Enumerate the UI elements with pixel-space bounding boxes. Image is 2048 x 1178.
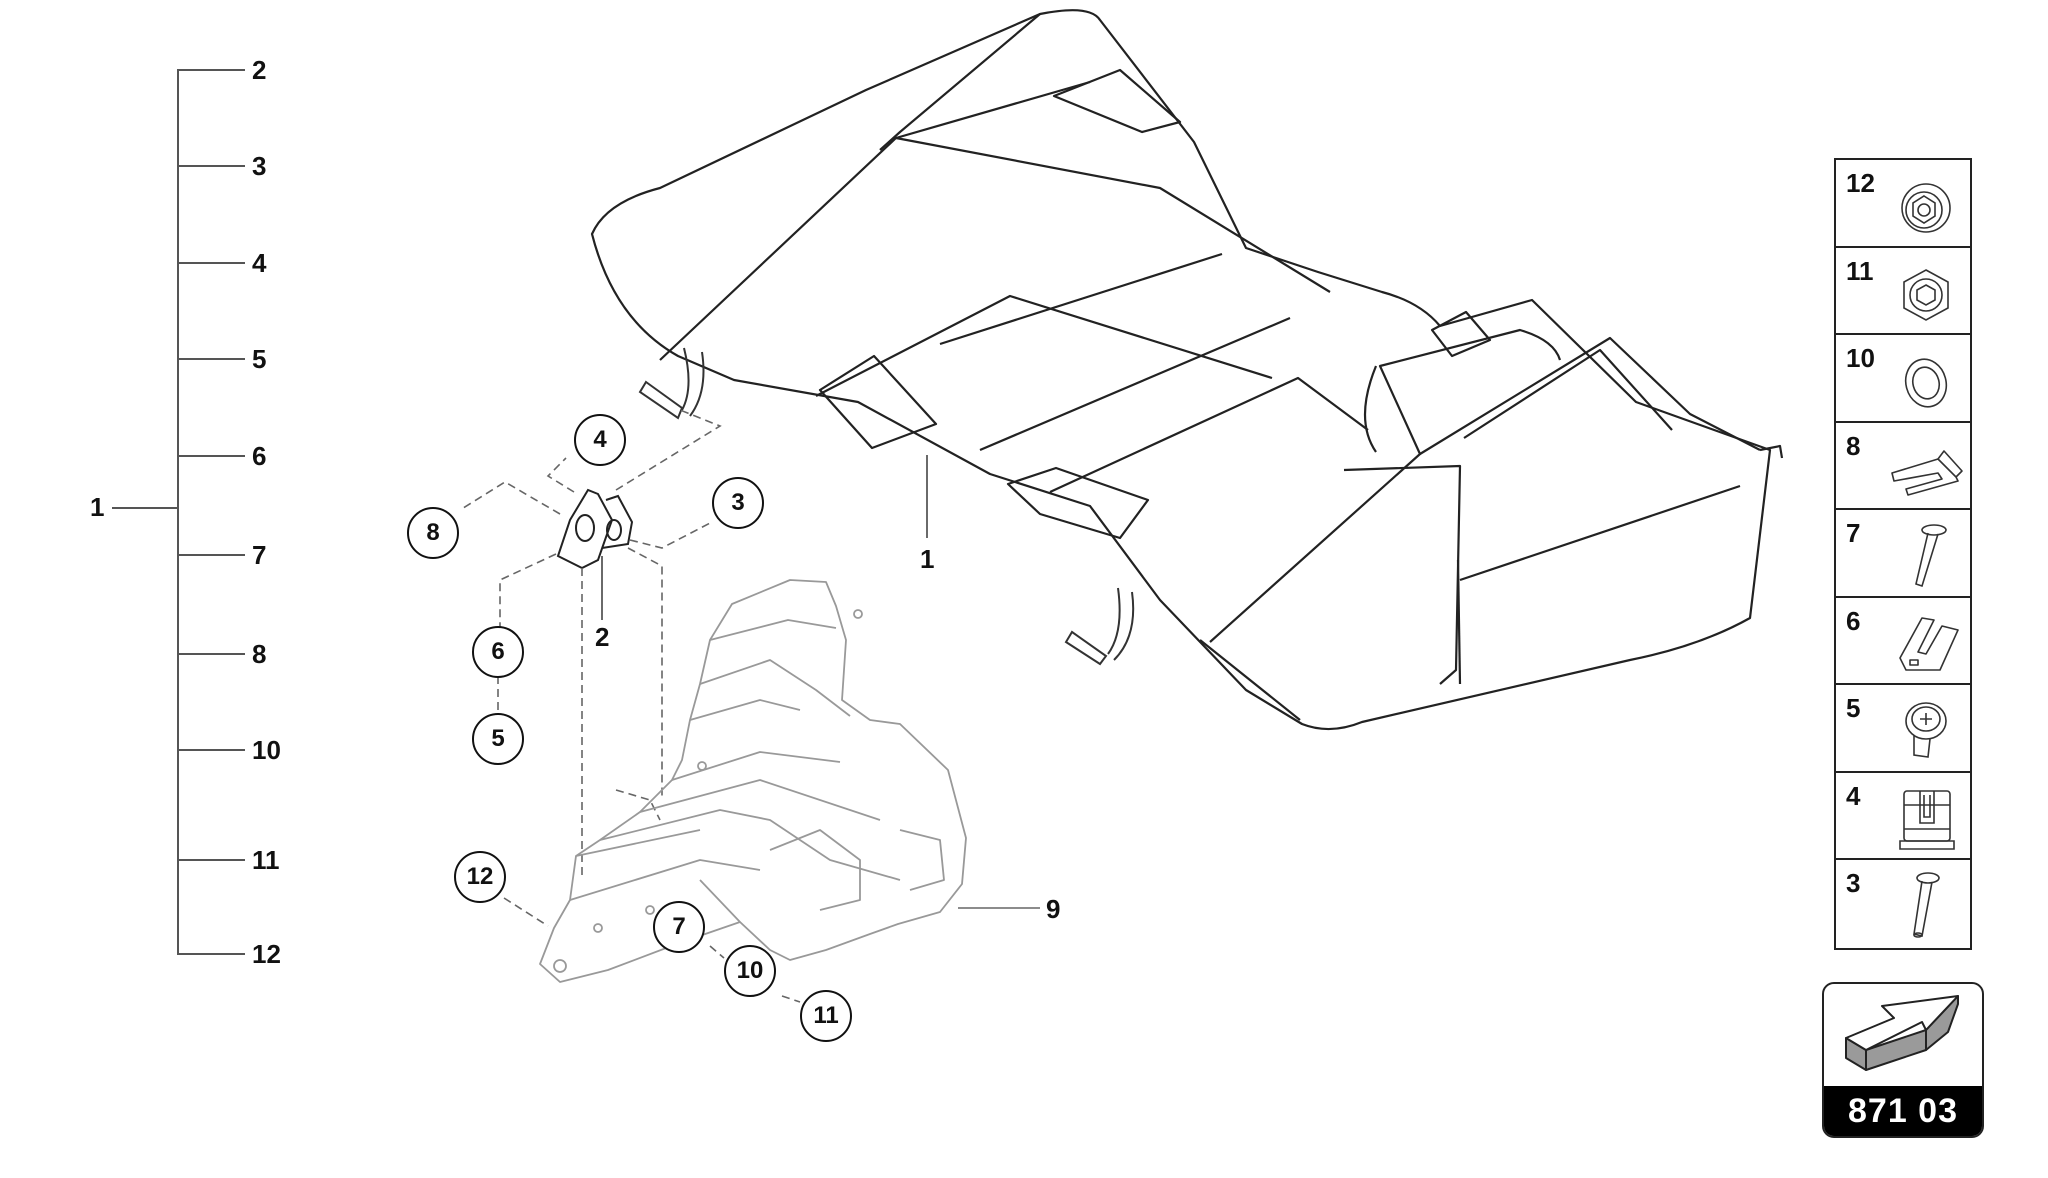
legend-row[interactable]: 5 — [1836, 685, 1970, 773]
rivet-pin-icon — [1913, 872, 1940, 938]
spring-clip-nut-icon — [1899, 789, 1955, 850]
reference-code: 871 03 — [1824, 1086, 1982, 1136]
legend-row[interactable]: 3 — [1836, 860, 1970, 948]
tree-trunk — [177, 69, 179, 954]
washer-icon — [1904, 358, 1948, 408]
mounting-bracket — [556, 488, 634, 570]
callout-7[interactable]: 7 — [653, 901, 705, 953]
tree-root-label[interactable]: 1 — [90, 492, 105, 522]
tree-branch-line — [177, 859, 245, 861]
part-label-2[interactable]: 2 — [595, 622, 610, 652]
pan-head-screw-icon — [1905, 702, 1947, 758]
pin-bolt-icon — [1915, 524, 1947, 588]
engine-cover-panel — [590, 9, 1784, 731]
tree-branch-line — [177, 455, 245, 457]
legend-row[interactable]: 6 — [1836, 598, 1970, 685]
tree-branch-label[interactable]: 11 — [252, 845, 280, 875]
tree-branch-line — [177, 953, 245, 955]
legend-row[interactable]: 8 — [1836, 423, 1970, 510]
tree-branch-label[interactable]: 6 — [252, 441, 267, 471]
legend-number: 8 — [1846, 430, 1861, 461]
legend-number: 11 — [1846, 255, 1874, 286]
tree-branch-line — [177, 653, 245, 655]
hinge-strut-right — [1064, 587, 1135, 666]
tree-branch-label[interactable]: 4 — [252, 248, 267, 278]
tree-root-connector — [112, 507, 178, 509]
legend-row[interactable]: 11 — [1836, 248, 1970, 335]
part-label-9[interactable]: 9 — [1046, 894, 1061, 924]
tree-branch-line — [177, 69, 245, 71]
legend-row[interactable]: 12 — [1836, 160, 1970, 248]
legend-row[interactable]: 4 — [1836, 773, 1970, 860]
tree-branch-label[interactable]: 12 — [252, 939, 281, 969]
hinge-strut-left — [638, 347, 705, 420]
legend-row[interactable]: 10 — [1836, 335, 1970, 423]
legend-number: 7 — [1846, 518, 1861, 548]
u-shim-plate-icon — [1899, 616, 1959, 671]
part-label-1[interactable]: 1 — [920, 544, 935, 574]
support-frame — [539, 579, 967, 983]
tree-branch-label[interactable]: 3 — [252, 151, 267, 181]
callout-4[interactable]: 4 — [574, 414, 626, 466]
legend-number: 12 — [1846, 168, 1875, 198]
tree-branch-line — [177, 749, 245, 751]
tree-branch-label[interactable]: 8 — [252, 639, 267, 669]
callout-10[interactable]: 10 — [724, 945, 776, 997]
flange-nut-icon — [1901, 183, 1951, 233]
tree-branch-label[interactable]: 7 — [252, 540, 267, 570]
tree-branch-label[interactable]: 2 — [252, 55, 267, 85]
callout-12[interactable]: 12 — [454, 851, 506, 903]
callout-3[interactable]: 3 — [712, 477, 764, 529]
callout-6[interactable]: 6 — [472, 626, 524, 678]
legend-row[interactable]: 7 — [1836, 510, 1970, 598]
legend-number: 6 — [1846, 605, 1861, 636]
tree-branch-line — [177, 165, 245, 167]
legend-number: 4 — [1846, 780, 1861, 811]
navigate-arrow-icon — [1845, 995, 1959, 1071]
hex-nut-icon — [1903, 268, 1949, 321]
parts-legend: 12 11 10 8 — [1834, 158, 1972, 950]
tree-branch-label[interactable]: 10 — [252, 735, 281, 765]
reference-navigation-badge[interactable]: 871 03 — [1822, 982, 1984, 1138]
tree-branch-line — [177, 554, 245, 556]
tree-branch-line — [177, 358, 245, 360]
callout-5[interactable]: 5 — [472, 713, 524, 765]
legend-number: 5 — [1846, 693, 1861, 723]
tree-branch-line — [177, 262, 245, 264]
legend-number: 10 — [1846, 343, 1875, 373]
tree-branch-label[interactable]: 5 — [252, 344, 267, 374]
assembly-dashed-lines — [459, 409, 801, 1003]
legend-number: 3 — [1846, 868, 1861, 898]
callout-8[interactable]: 8 — [407, 507, 459, 559]
clip-bracket-icon — [1891, 449, 1963, 496]
callout-11[interactable]: 11 — [800, 990, 852, 1042]
